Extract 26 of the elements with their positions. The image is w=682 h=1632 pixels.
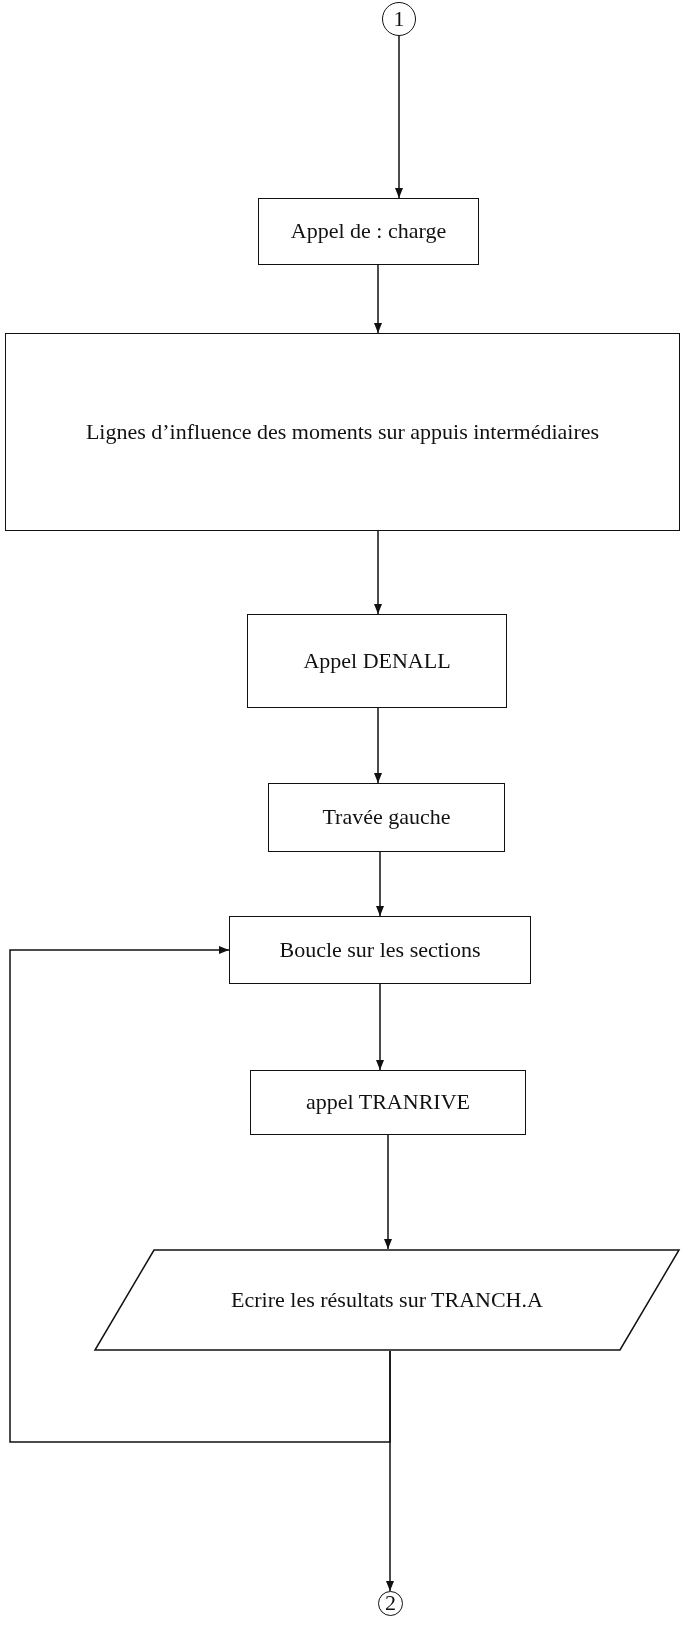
process-box [5,333,680,531]
arrow [375,851,385,917]
node-label: Boucle sur les sections [279,936,481,964]
arrow [383,1134,393,1250]
arrow [373,530,383,615]
node-label: 2 [385,1590,396,1617]
arrow [394,35,404,199]
node-label: Travée gauche [322,804,451,831]
process-box [247,614,507,708]
node-label: appel TRANRIVE [306,1089,470,1116]
node-label: 1 [393,5,405,33]
data-parallelogram [94,1249,680,1351]
node-label: Appel DENALL [303,647,451,675]
node-label: Appel de : charge [290,218,447,245]
node-label: Ecrire les résultats sur TRANCH.A [231,1286,543,1314]
arrow [373,707,383,784]
process-box [250,1070,526,1135]
process-box [258,198,479,265]
connector-circle [382,2,416,36]
process-box [268,783,505,852]
arrow [373,264,383,334]
arrow [375,983,385,1071]
connector-circle [378,1591,403,1616]
arrow [9,945,391,1443]
process-box [229,916,531,984]
node-label: Lignes d’influence des moments sur appuis intermédiaires [84,418,601,446]
